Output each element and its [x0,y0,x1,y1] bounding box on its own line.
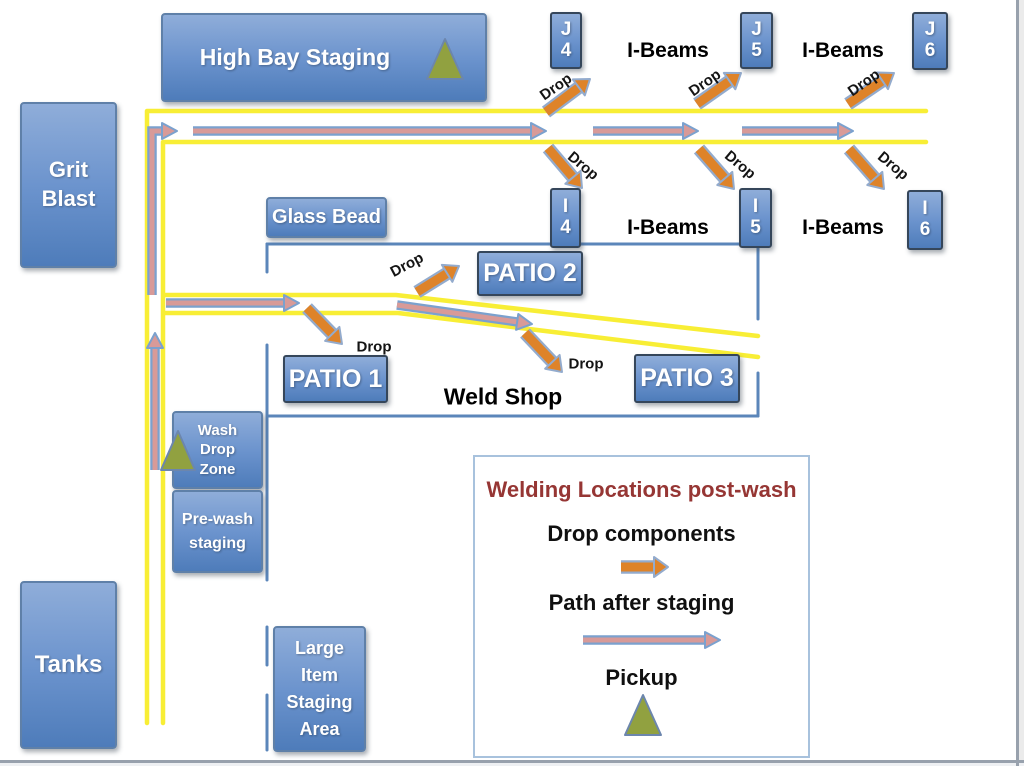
patio2-label: PATIO 2 [483,259,577,287]
station-j6-label: J 6 [924,19,936,61]
path-arrow-up-left [146,332,164,470]
drop-label-i5: Drop [721,147,759,183]
i-beams-label-top-2: I-Beams [802,39,884,62]
i-beams-label-top-1: I-Beams [627,39,709,62]
station-j5-box: J 5 [740,12,773,69]
drop-label-patio1: Drop [356,338,392,356]
grit-blast-label: Grit Blast [41,157,96,211]
glass-bead-box: Glass Bead [266,197,387,238]
station-j4-label: J 4 [560,18,572,61]
i-beams-label-mid-2: I-Beams [802,216,884,239]
station-i4-label: I 4 [560,196,571,238]
path-arrow-row1-c [742,122,854,140]
high-bay-staging-box: High Bay Staging [161,13,487,102]
grit-blast-box: Grit Blast [20,102,117,268]
window-right-pad [1019,0,1024,766]
path-arrow-elbow-topleft [147,122,178,295]
yellow-path-row2-bottom [161,310,761,360]
patio3-label: PATIO 3 [640,364,734,392]
pre-wash-staging-box: Pre-wash staging [172,490,263,573]
window-bottom-border [0,760,1024,763]
station-j4-box: J 4 [550,12,582,69]
wash-drop-zone-box: Wash Drop Zone [172,411,263,489]
path-arrow-row1-b [593,122,699,140]
drop-label-j5: Drop [685,65,725,101]
legend-pickup-label: Pickup [605,665,678,690]
drop-label-i6: Drop [874,148,912,184]
pre-wash-staging-label: Pre-wash staging [181,511,254,552]
station-i4-box: I 4 [550,188,581,248]
large-item-staging-label: Large Item Staging Area [286,638,353,739]
drop-arrow-patio3 [520,328,563,373]
yellow-path-row2-top [161,292,761,339]
i-beams-label-mid-1: I-Beams [627,216,709,239]
tanks-box: Tanks [20,581,117,749]
window-bottom-pad [0,763,1024,766]
path-arrow-row2-a [166,294,300,312]
path-arrow-row1-a [193,122,547,140]
large-item-staging-box: Large Item Staging Area [273,626,366,752]
legend-title: Welding Locations post-wash [486,477,797,502]
tanks-label: Tanks [34,651,103,678]
drop-arrow-patio2 [413,263,460,298]
glass-bead-label: Glass Bead [272,206,381,228]
station-i5-label: I 5 [750,196,761,238]
drop-label-patio2: Drop [387,249,427,281]
station-j6-box: J 6 [912,12,948,70]
station-i5-box: I 5 [739,188,772,248]
patio1-label: PATIO 1 [288,364,383,393]
drop-arrow-patio1 [302,303,343,345]
drop-label-j4: Drop [536,69,576,105]
patio3-box: PATIO 3 [634,354,740,403]
path-arrow-row2-b [396,300,533,331]
legend-path-after-staging-label: Path after staging [548,590,735,615]
drop-label-j6: Drop [844,65,884,101]
patio2-box: PATIO 2 [477,251,583,296]
wash-drop-zone-label: Wash Drop Zone [197,421,238,478]
high-bay-staging-label: High Bay Staging [199,44,391,70]
patio1-box: PATIO 1 [283,355,388,403]
station-i6-label: I 6 [919,198,931,240]
drop-label-i4: Drop [564,148,602,184]
legend-box: Welding Locations post-wash Drop compone… [473,455,810,758]
weld-shop-label: Weld Shop [443,383,563,410]
window-right-border [1016,0,1019,766]
station-i6-box: I 6 [907,190,943,250]
station-j5-label: J 5 [751,18,762,61]
drop-label-patio3: Drop [568,355,604,373]
legend-drop-components-label: Drop components [547,521,736,546]
